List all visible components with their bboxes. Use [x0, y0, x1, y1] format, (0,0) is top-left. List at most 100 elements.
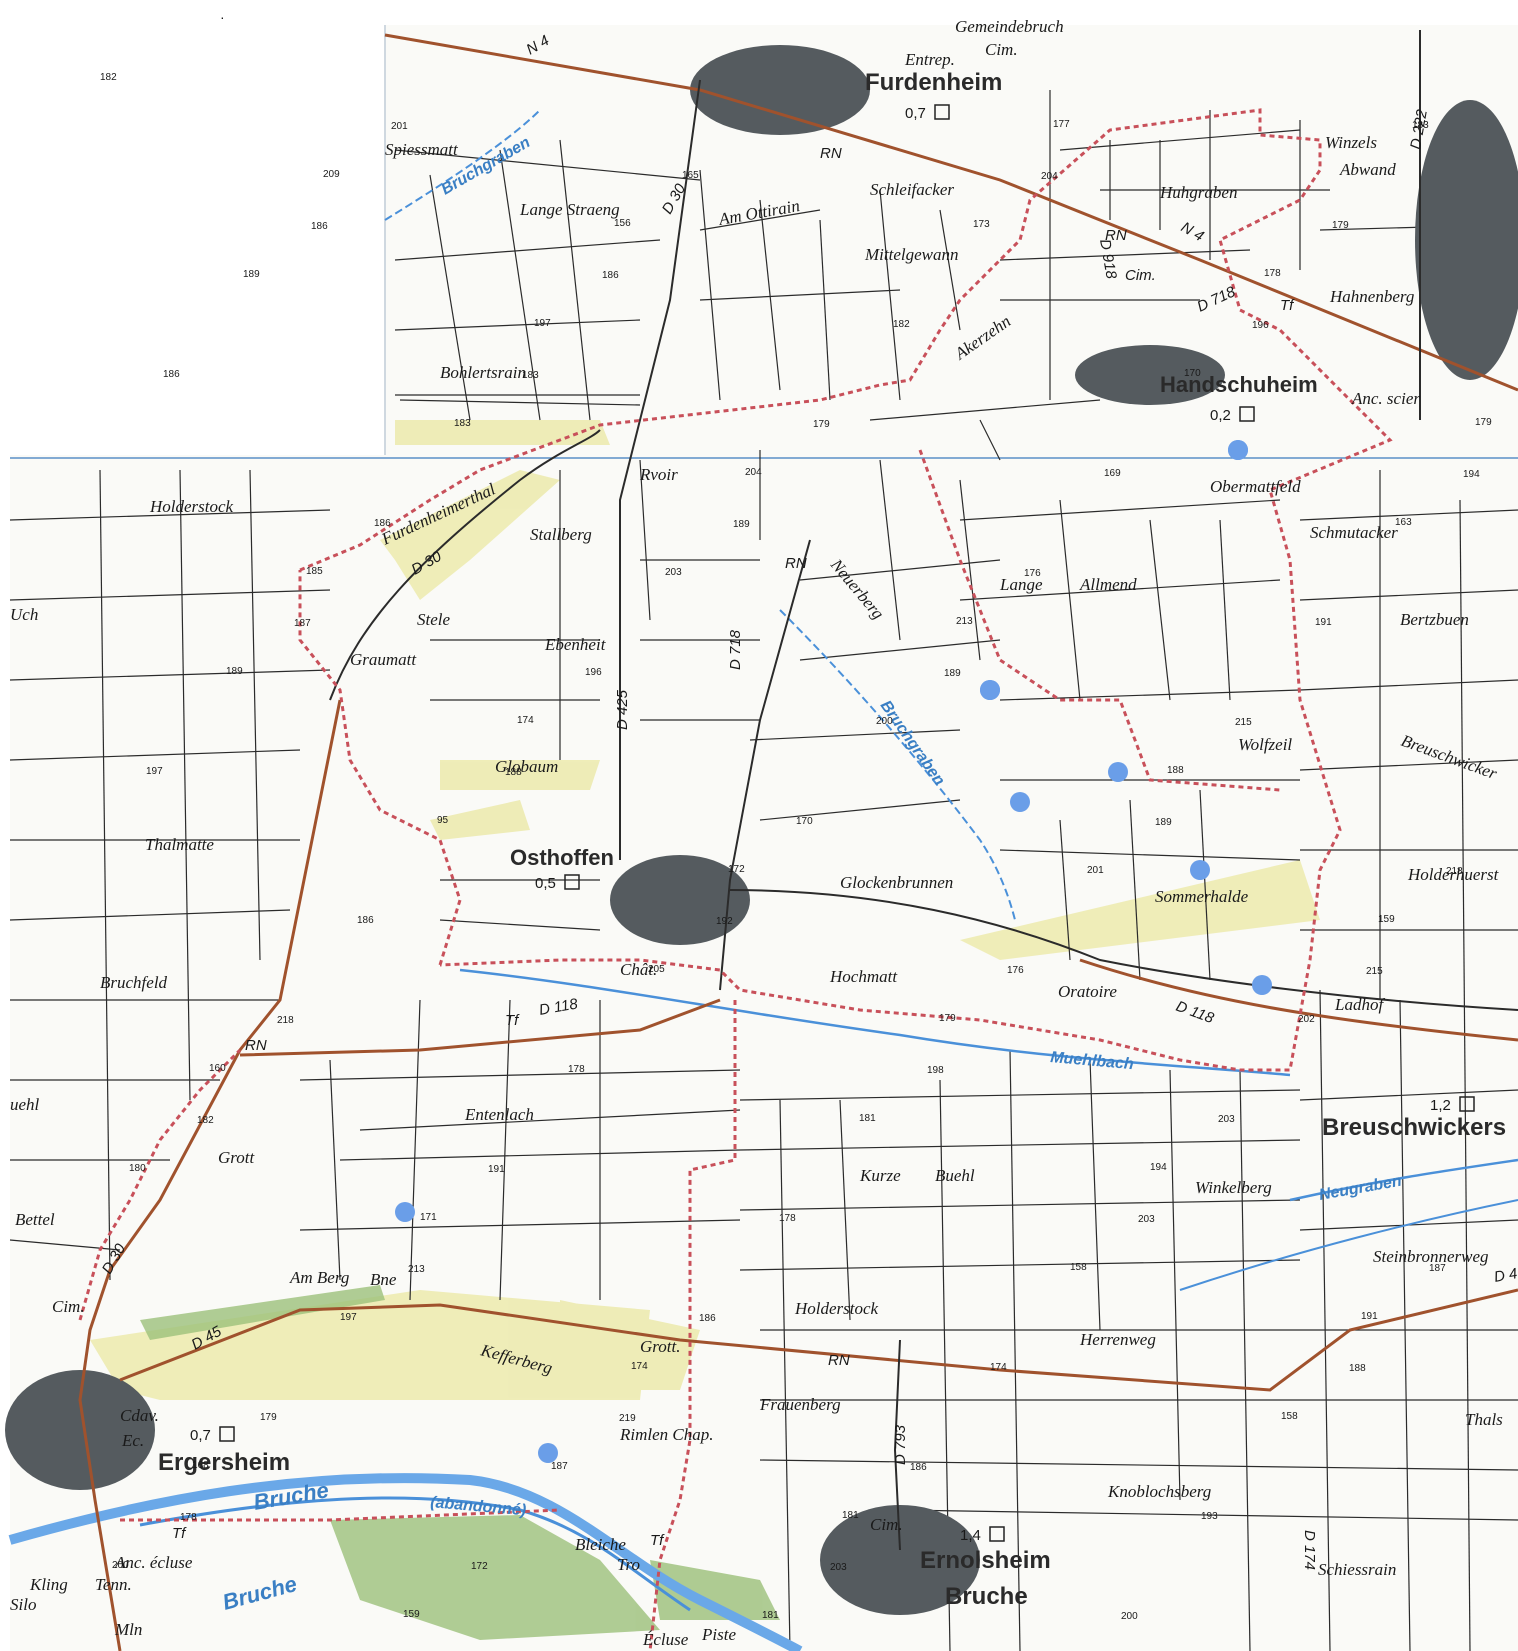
field-line: [359, 1109, 741, 1131]
elevation-label: 172: [471, 1561, 488, 1572]
church-icon: [1459, 1096, 1475, 1112]
field-line: [839, 1099, 851, 1321]
place-label: Bleiche: [575, 1535, 626, 1554]
place-label: Anc. écluse: [114, 1553, 193, 1572]
field-line: [1059, 499, 1081, 701]
location-marker[interactable]: [980, 680, 1000, 700]
bruchgraben-north: [384, 109, 541, 221]
field-line: [1239, 1069, 1251, 1651]
field-line: [429, 174, 471, 421]
elevation-label: 181: [762, 1610, 779, 1621]
location-marker[interactable]: [538, 1443, 558, 1463]
field-line: [9, 749, 301, 761]
place-label: uehl: [10, 1095, 40, 1114]
field-line: [1059, 129, 1301, 151]
place-label: Holderstock: [794, 1299, 879, 1318]
church-icon: [564, 874, 580, 890]
elevation-label: 194: [1463, 469, 1480, 480]
vineyard-areas: [90, 420, 1320, 1400]
place-label: Schmutacker: [1310, 523, 1398, 542]
field-line: [179, 469, 191, 1101]
village-population-stat: 0,2: [1210, 407, 1231, 424]
road-label: D 174: [1301, 1530, 1318, 1570]
place-label: Anc. scier: [1351, 389, 1420, 408]
elevation-label: 200: [112, 1560, 129, 1571]
elevation-label: 158: [1281, 1411, 1298, 1422]
elevation-label: 197: [340, 1312, 357, 1323]
elevation-label: 180: [129, 1163, 146, 1174]
elevation-label: 204: [745, 467, 762, 478]
field-line: [959, 479, 981, 661]
muehlbach: [459, 968, 1291, 1077]
field-line: [339, 1149, 741, 1161]
elevation-label: 177: [1053, 119, 1070, 130]
elevation-label: 156: [614, 218, 631, 229]
location-marker[interactable]: [1190, 860, 1210, 880]
elevation-label: 186: [910, 1462, 927, 1473]
elevation-label: 176: [1007, 965, 1024, 976]
village-name: Bruche: [945, 1583, 1028, 1610]
field-line: [779, 1099, 791, 1651]
village-population-stat: 0,7: [905, 105, 926, 122]
field-line: [699, 169, 721, 401]
elevation-label: 187: [551, 1461, 568, 1472]
place-label: Chât.: [620, 960, 657, 979]
place-label: Bertzbuen: [1400, 610, 1469, 629]
field-line: [559, 139, 591, 421]
field-line: [739, 1199, 1301, 1211]
field-line: [1009, 1049, 1021, 1651]
road-label: D 222: [1407, 108, 1431, 151]
place-label: Entrep.: [904, 50, 955, 69]
road-label: D 793: [892, 1424, 909, 1465]
elevation-label: 168: [192, 1460, 209, 1471]
field-line: [1199, 789, 1211, 981]
field-line: [939, 209, 961, 331]
field-line: [799, 639, 1001, 661]
elevation-label: 179: [1475, 417, 1492, 428]
location-marker[interactable]: [1010, 792, 1030, 812]
place-label: Cim.: [870, 1515, 903, 1534]
elevation-label: 178: [180, 1512, 197, 1523]
elevation-label: 185: [306, 566, 323, 577]
neugraben: [1289, 1158, 1518, 1202]
village-name: Ergersheim: [158, 1449, 290, 1476]
place-label: Bruchfeld: [100, 973, 168, 992]
field-line: [329, 1059, 341, 1281]
field-line: [1299, 1089, 1518, 1101]
road-label: RN: [820, 145, 842, 162]
field-line: [1399, 999, 1411, 1651]
field-line: [1299, 589, 1518, 601]
location-marker[interactable]: [1252, 975, 1272, 995]
elevation-label: 158: [1070, 1262, 1087, 1273]
road-label: D 918: [1096, 238, 1120, 281]
elevation-label: 203: [665, 567, 682, 578]
elevation-label: 174: [631, 1361, 648, 1372]
location-marker[interactable]: [1228, 440, 1248, 460]
place-label: Sommerhalde: [1155, 887, 1249, 906]
road-label: Tf: [650, 1532, 665, 1549]
map-sheet-upper: [385, 25, 1518, 455]
village-population-stat: 1,4: [960, 1527, 981, 1544]
location-marker[interactable]: [395, 1202, 415, 1222]
field-line: [9, 509, 331, 521]
place-label: Piste: [701, 1625, 736, 1644]
place-label: Stele: [417, 610, 450, 629]
elevation-label: 218: [1446, 866, 1463, 877]
place-label: Ec.: [121, 1431, 144, 1450]
elevation-label: 176: [1024, 568, 1041, 579]
field-line: [9, 909, 291, 921]
field-line: [959, 579, 1281, 601]
elevation-label: 182: [893, 319, 910, 330]
elevation-label: 183: [522, 370, 539, 381]
field-line: [399, 399, 641, 406]
place-label: Buehl: [935, 1166, 975, 1185]
place-label: Thalmatte: [145, 835, 214, 854]
place-label: Bne: [370, 1270, 397, 1289]
field-line: [394, 239, 661, 261]
place-label: Grott.: [640, 1337, 680, 1356]
location-marker[interactable]: [1108, 762, 1128, 782]
elevation-label: 174: [990, 1362, 1007, 1373]
place-label: Ladhof: [1334, 995, 1385, 1014]
road-label: Cim.: [1125, 267, 1156, 284]
